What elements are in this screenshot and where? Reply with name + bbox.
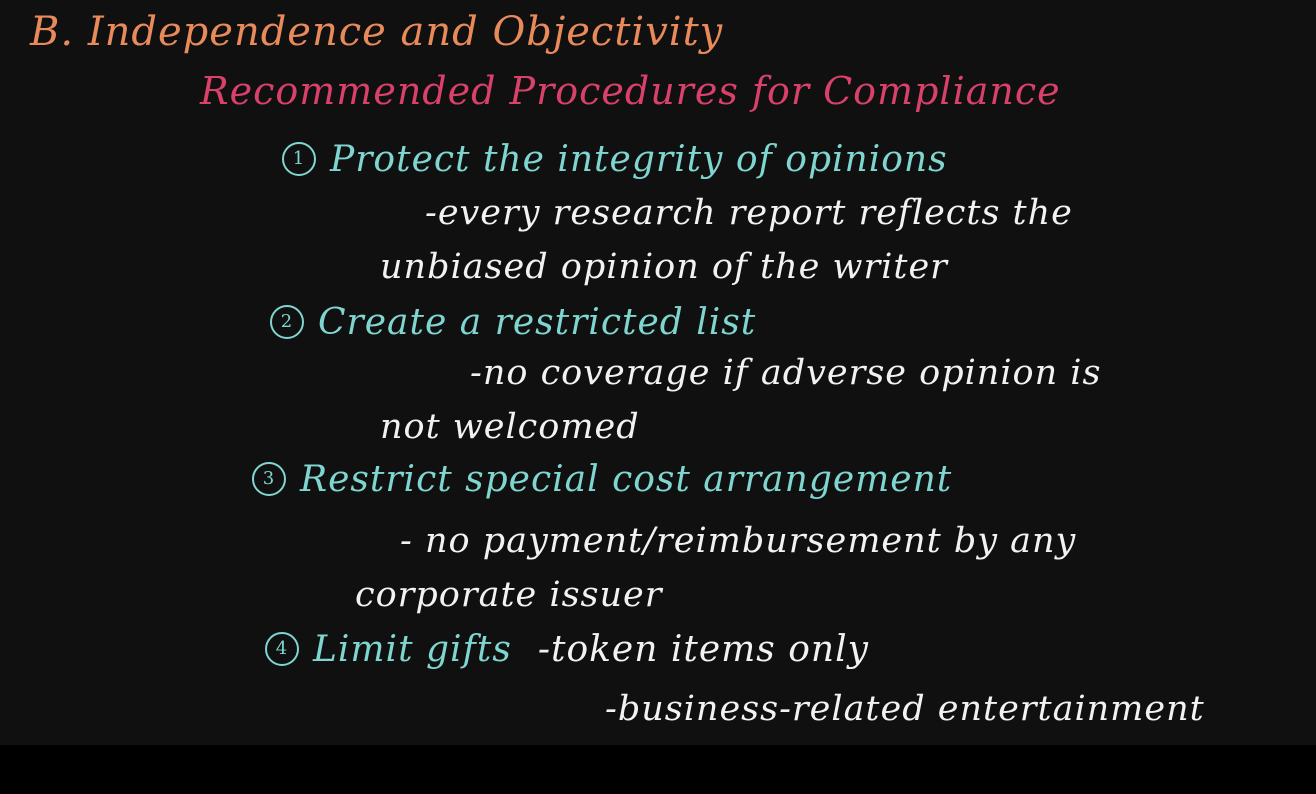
item-4-inline-note: -token items only	[537, 629, 869, 670]
item-2-number: 2	[270, 305, 304, 339]
item-2-note-2: not welcomed	[380, 407, 640, 447]
item-2-note-1: -no coverage if adverse opinion is	[470, 353, 1102, 393]
item-2-heading: 2 Create a restricted list	[270, 305, 756, 342]
item-1-heading: 1 Protect the integrity of opinions	[282, 142, 948, 179]
board-subtitle: Recommended Procedures for Compliance	[200, 69, 1061, 113]
item-1-heading-text: Protect the integrity of opinions	[330, 139, 948, 180]
item-3-note-1: - no payment/reimbursement by any	[400, 521, 1077, 561]
item-3-heading: 3 Restrict special cost arrangement	[252, 462, 952, 499]
video-letterbox-bar	[0, 745, 1316, 794]
chalkboard: B. Independence and Objectivity Recommen…	[0, 0, 1316, 745]
item-3-heading-text: Restrict special cost arrangement	[300, 459, 953, 500]
board-title: B. Independence and Objectivity	[30, 9, 724, 55]
item-4-number: 4	[265, 632, 299, 666]
item-4-note-1: -business-related entertainment	[605, 689, 1205, 729]
item-4-heading-text: Limit gifts	[313, 629, 512, 670]
item-3-number: 3	[252, 462, 286, 496]
item-1-note-1: -every research report reflects the	[425, 193, 1073, 233]
item-4-heading: 4 Limit gifts -token items only	[265, 632, 869, 669]
item-2-heading-text: Create a restricted list	[318, 302, 757, 343]
item-3-note-2: corporate issuer	[355, 575, 663, 615]
item-1-note-2: unbiased opinion of the writer	[380, 247, 948, 287]
item-1-number: 1	[282, 142, 316, 176]
